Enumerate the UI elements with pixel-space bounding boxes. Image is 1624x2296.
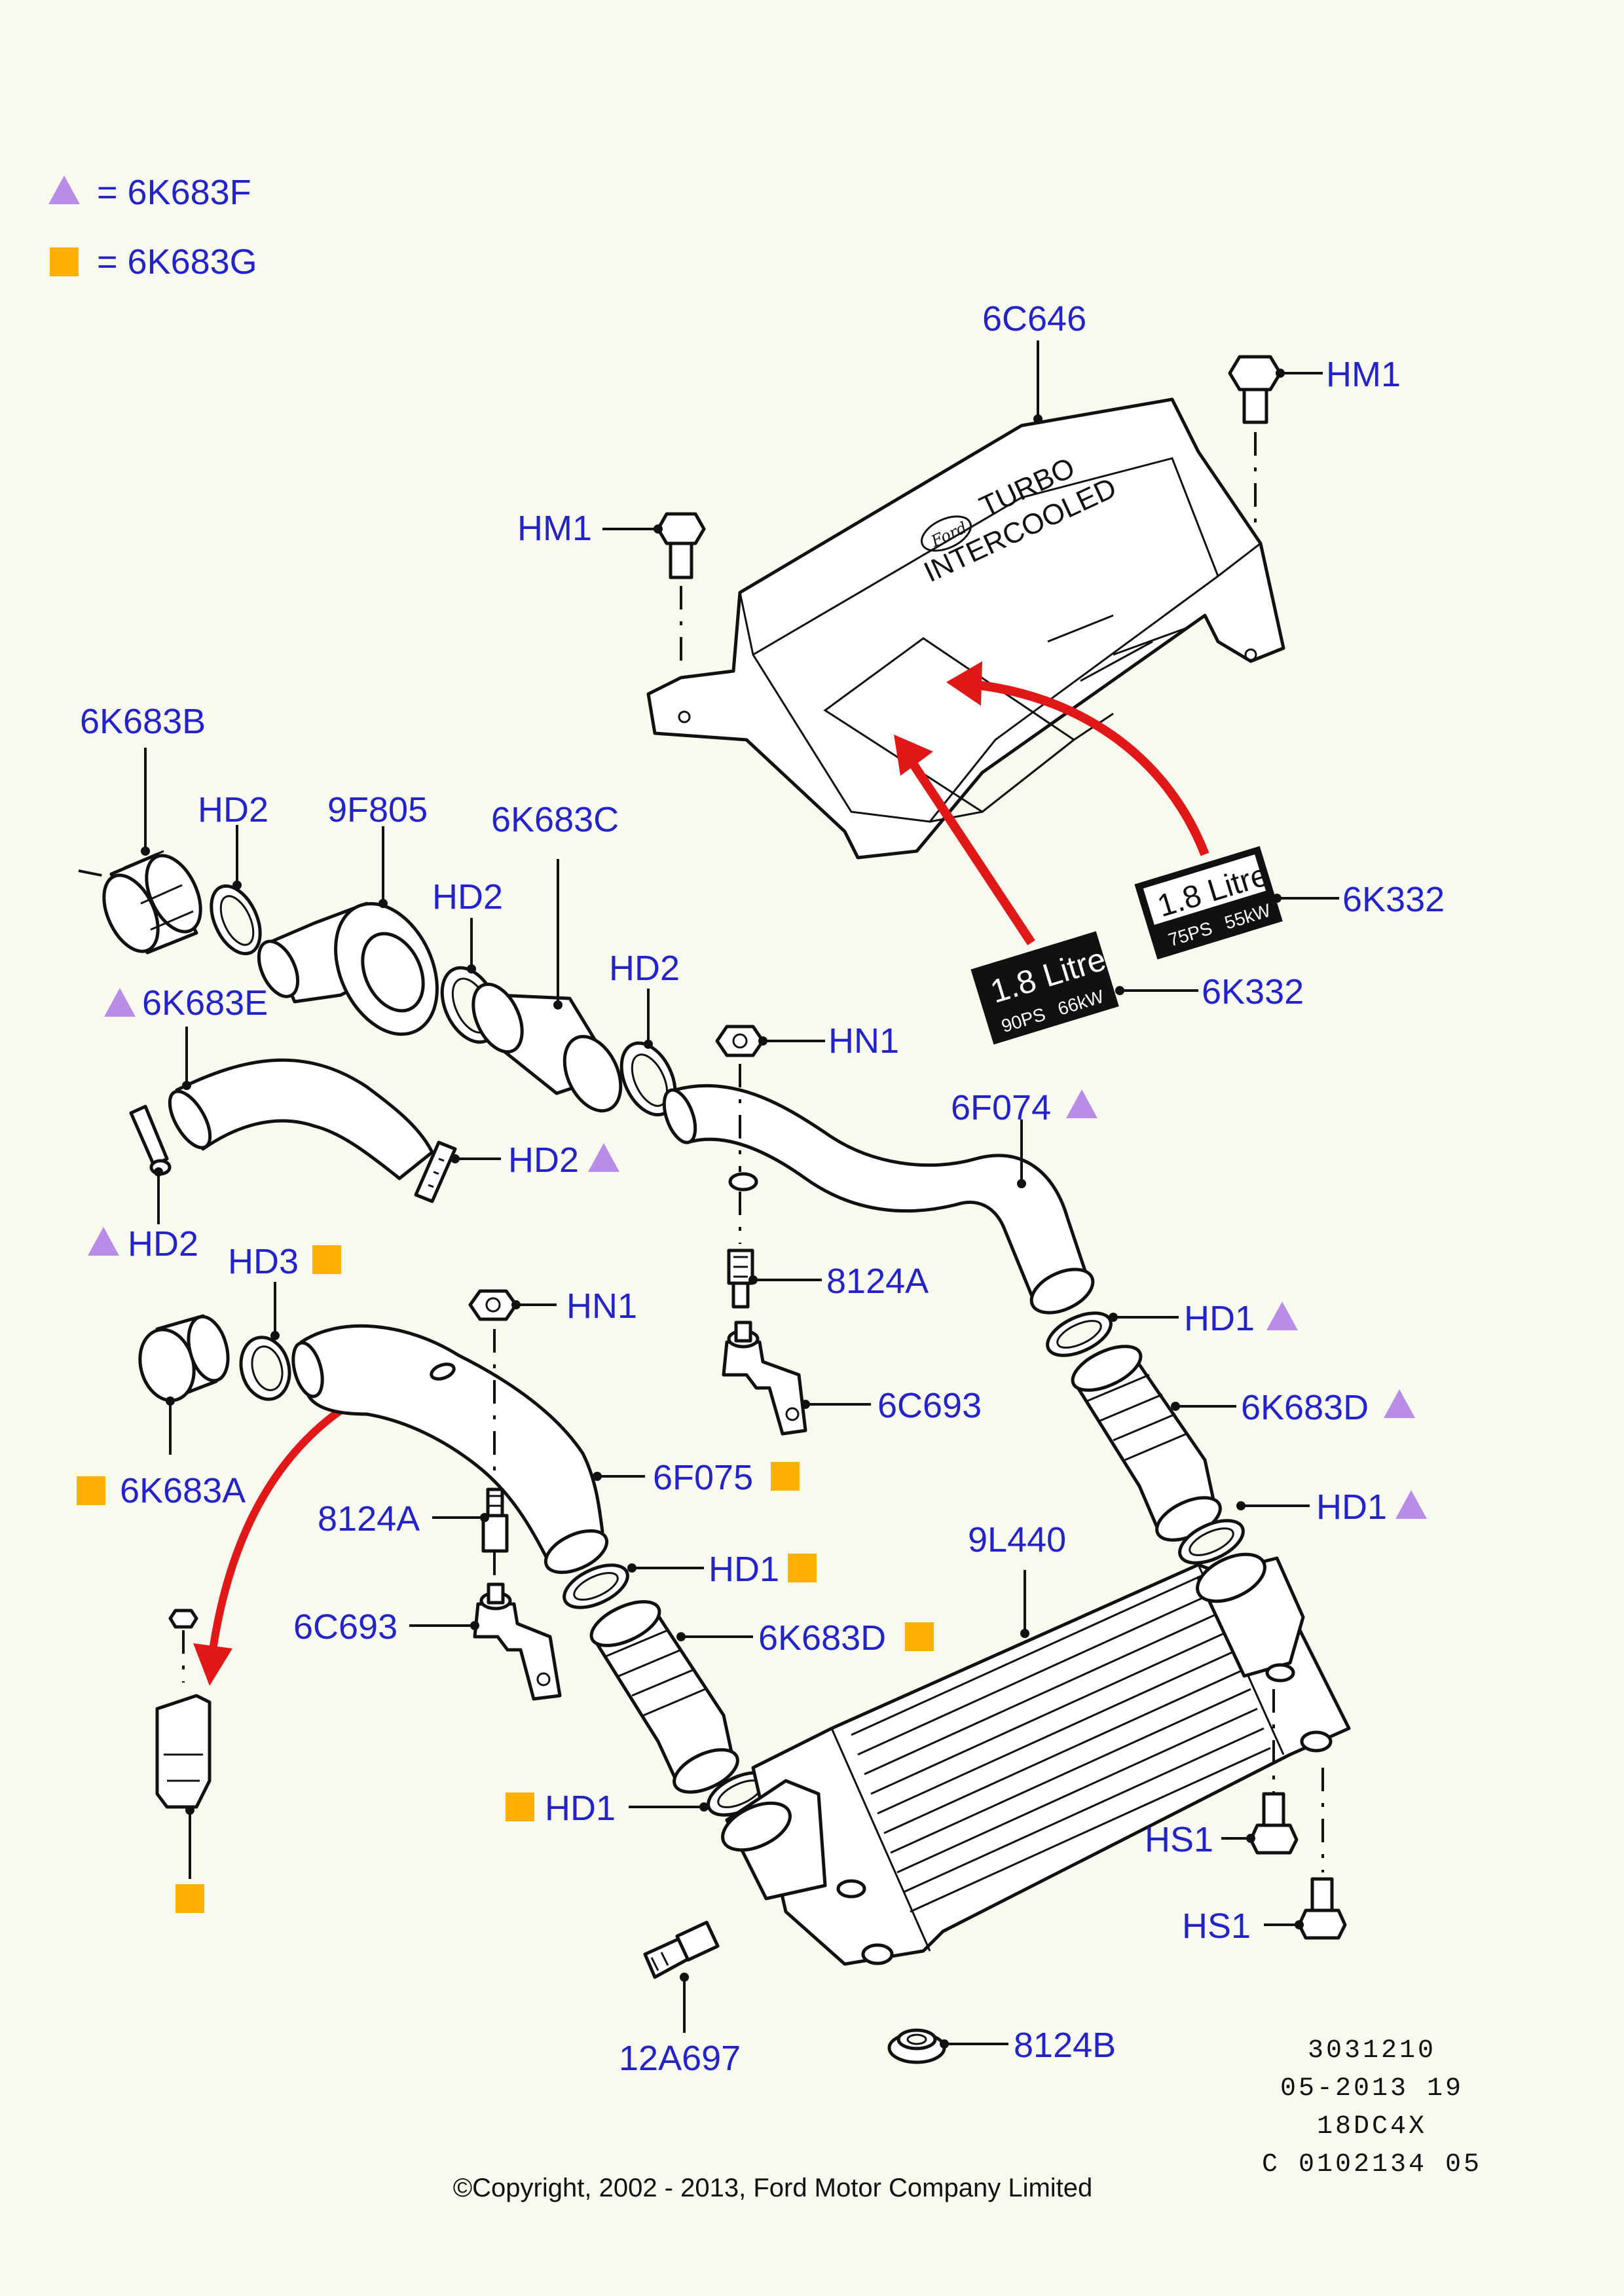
label-hd1-b: HD1 — [709, 1550, 779, 1589]
label-6k683b: 6K683B — [80, 702, 206, 741]
label-hs1-b: HS1 — [1182, 1906, 1251, 1946]
arrow-decal-right — [946, 661, 1209, 856]
sq-hd1-d-icon — [506, 1793, 534, 1821]
bracket-6c693-right — [722, 1321, 807, 1436]
label-hd2-e: HD2 — [128, 1224, 198, 1264]
nut-hn1-upper — [715, 1025, 765, 1057]
label-6k683a: 6K683A — [120, 1471, 246, 1510]
label-hd2-c: HD2 — [609, 949, 680, 988]
label-6k332-left: 6K332 — [1202, 972, 1304, 1011]
sensor-housing — [155, 1694, 212, 1809]
label-hd2-b: HD2 — [432, 877, 503, 917]
label-6k683c: 6K683C — [491, 800, 619, 839]
label-9f805: 9F805 — [327, 790, 428, 829]
bolt-hm1-left — [656, 512, 706, 579]
meta-block: 3031210 05-2013 19 18DC4X C 0102134 05 — [1262, 2036, 1482, 2179]
clamp-hd1-c — [1178, 1519, 1245, 1565]
arrow-decal-left — [894, 735, 1035, 945]
meta-line-1: 3031210 — [1308, 2036, 1436, 2066]
tri-hd2-d-icon — [588, 1143, 619, 1172]
label-6c646: 6C646 — [982, 299, 1086, 338]
label-hd1-d: HD1 — [545, 1789, 616, 1828]
label-hm1-left: HM1 — [517, 509, 592, 548]
label-6f074: 6F074 — [951, 1088, 1051, 1127]
meta-line-2: 05-2013 19 — [1280, 2074, 1464, 2104]
bracket-6c693-left — [473, 1582, 562, 1701]
clamp-hd1-a — [1046, 1311, 1113, 1357]
hose-6k683c — [471, 982, 623, 1113]
clamp-hd2-d — [129, 1104, 172, 1176]
temp-sensor-12a697 — [643, 1920, 720, 1979]
sq-hd3-icon — [312, 1245, 341, 1274]
bolt-hs1-a — [1249, 1792, 1299, 1855]
copyright: ©Copyright, 2002 - 2013, Ford Motor Comp… — [453, 2174, 1093, 2202]
hose-6k683b — [102, 850, 202, 955]
label-hm1-right: HM1 — [1326, 355, 1401, 394]
sensor-square-icon — [175, 1884, 204, 1913]
hose-6f074 — [662, 1084, 1095, 1315]
legend-triangle-icon — [48, 175, 80, 204]
tri-6k683d-right-icon — [1384, 1389, 1415, 1418]
label-9l440: 9L440 — [968, 1520, 1066, 1559]
clamp-hd2-e — [414, 1140, 457, 1203]
label-hn1-lower: HN1 — [566, 1286, 637, 1326]
intercooler-9l440 — [721, 1552, 1351, 1966]
hose-6k683a — [138, 1314, 230, 1402]
label-6k332-right: 6K332 — [1342, 880, 1445, 919]
label-8124a-lower: 8124A — [318, 1499, 420, 1539]
hose-6k683d-left — [589, 1600, 739, 1794]
decal-6k332-right: 1.8 Litre 75PS 55kW — [1134, 846, 1283, 960]
label-6c693-left: 6C693 — [293, 1607, 397, 1647]
label-hs1-a: HS1 — [1145, 1820, 1213, 1859]
label-8124a-upper: 8124A — [826, 1262, 929, 1301]
label-6f075: 6F075 — [653, 1458, 753, 1497]
label-6k683e: 6K683E — [142, 983, 268, 1023]
tri-hd2-e-icon — [88, 1227, 119, 1256]
label-8124b: 8124B — [1014, 2026, 1116, 2065]
legend-6k683f: = 6K683F — [97, 173, 251, 212]
label-hd1-c: HD1 — [1316, 1487, 1387, 1527]
sq-6k683d-left-icon — [905, 1622, 934, 1651]
decal-6k332-left: 1.8 Litre 90PS 66kW — [970, 931, 1119, 1045]
label-12a697: 12A697 — [619, 2039, 741, 2078]
grommet-8124b — [887, 2028, 946, 2064]
meta-line-3: 18DC4X — [1317, 2112, 1427, 2141]
hose-6f075 — [291, 1324, 609, 1575]
label-hn1-upper: HN1 — [828, 1021, 899, 1061]
sq-6f075-icon — [771, 1462, 800, 1491]
air-mass-meter-9f805 — [257, 902, 439, 1036]
sq-hd1-b-icon — [788, 1554, 817, 1582]
label-hd3: HD3 — [228, 1242, 299, 1281]
sq-6k683a-icon — [77, 1476, 105, 1505]
label-hd2-d: HD2 — [508, 1140, 579, 1180]
engine-cover: Ford TURBO INTERCOOLED — [646, 397, 1285, 860]
meta-line-4: C 0102134 05 — [1262, 2150, 1482, 2179]
tri-6f074-icon — [1066, 1089, 1098, 1118]
label-hd2-a: HD2 — [198, 790, 268, 829]
label-6c693-right: 6C693 — [877, 1386, 982, 1425]
screw-sensor — [168, 1609, 198, 1629]
legend-6k683g: = 6K683G — [97, 242, 257, 282]
stud-8124a-upper — [727, 1248, 754, 1309]
bolt-hs1-b — [1297, 1877, 1347, 1940]
tri-hd1-c-icon — [1395, 1490, 1427, 1519]
clamp-hd1-b — [563, 1563, 629, 1609]
clamp-hd2-a — [210, 884, 262, 956]
tri-hd1-a-icon — [1266, 1302, 1298, 1330]
legend: = 6K683F = 6K683G — [48, 173, 257, 282]
legend-square-icon — [50, 247, 79, 276]
label-hd1-a: HD1 — [1184, 1299, 1255, 1338]
clamp-hd3 — [239, 1336, 291, 1401]
tri-6k683e-icon — [104, 988, 136, 1017]
label-6k683d-left: 6K683D — [758, 1618, 886, 1658]
bolt-hm1-right — [1228, 355, 1282, 424]
stud-8124a-lower — [481, 1487, 509, 1553]
hose-6k683d-right — [1071, 1345, 1222, 1542]
hose-6k683e — [168, 1058, 434, 1180]
nut-hn1-lower — [468, 1289, 518, 1321]
label-6k683d-right: 6K683D — [1241, 1388, 1369, 1427]
